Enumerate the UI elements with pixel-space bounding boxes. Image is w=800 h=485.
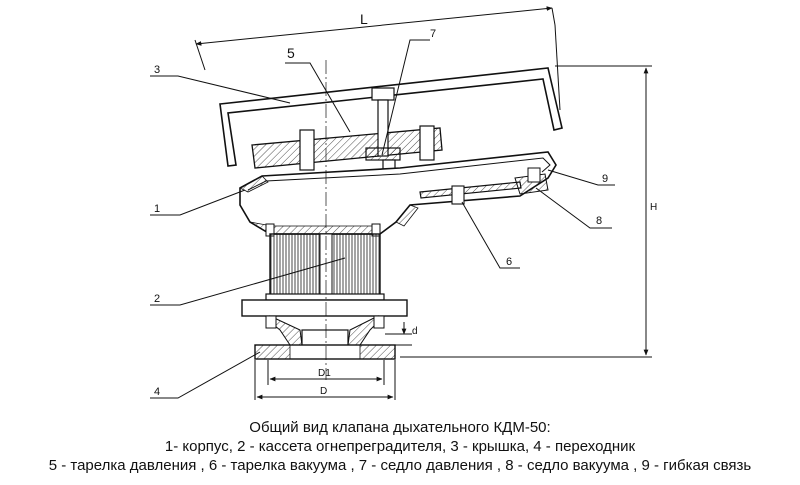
valve-drawing: L — [150, 6, 657, 400]
leader-5 — [285, 62, 351, 133]
leader-4 — [150, 351, 261, 399]
figure-caption: Общий вид клапана дыхательного КДМ-50: 1… — [0, 418, 800, 475]
dimension-D1 — [267, 360, 385, 385]
vacuum-seat — [514, 167, 549, 195]
dimension-L-label: L — [360, 11, 368, 27]
pressure-disc — [251, 125, 443, 171]
callout-2: 2 — [154, 293, 160, 305]
dimension-D1-label: D1 — [318, 368, 331, 379]
dimension-D-label: D — [320, 386, 327, 397]
adapter — [241, 299, 408, 360]
dimension-d — [385, 322, 412, 346]
leader-1 — [150, 189, 246, 216]
leader-8 — [535, 187, 612, 229]
callout-7: 7 — [430, 28, 436, 40]
callout-4: 4 — [154, 386, 160, 398]
callout-6: 6 — [506, 256, 512, 268]
callout-5: 5 — [287, 45, 295, 61]
flame-arrester-cassette — [265, 233, 385, 301]
callout-3: 3 — [154, 64, 160, 76]
callout-9: 9 — [602, 173, 608, 185]
leader-9 — [547, 169, 615, 186]
leader-2 — [150, 257, 346, 306]
leader-3 — [150, 75, 291, 104]
caption-legend-line-1: 1- корпус, 2 - кассета огнепреградителя,… — [164, 438, 636, 455]
dimension-L — [194, 6, 561, 111]
cover — [219, 67, 563, 167]
dimension-D — [254, 360, 396, 400]
leader-6 — [461, 201, 520, 269]
valve-body — [239, 151, 557, 237]
callout-1: 1 — [154, 203, 160, 215]
dimension-H-label: H — [650, 202, 657, 213]
caption-legend-line-2: 5 - тарелка давления , 6 - тарелка вакуу… — [48, 457, 752, 474]
dimension-H — [400, 65, 652, 358]
dimension-d-label: d — [412, 326, 418, 337]
leader-7 — [381, 39, 430, 156]
callout-8: 8 — [596, 215, 602, 227]
caption-title: Общий вид клапана дыхательного КДМ-50: — [249, 419, 551, 436]
